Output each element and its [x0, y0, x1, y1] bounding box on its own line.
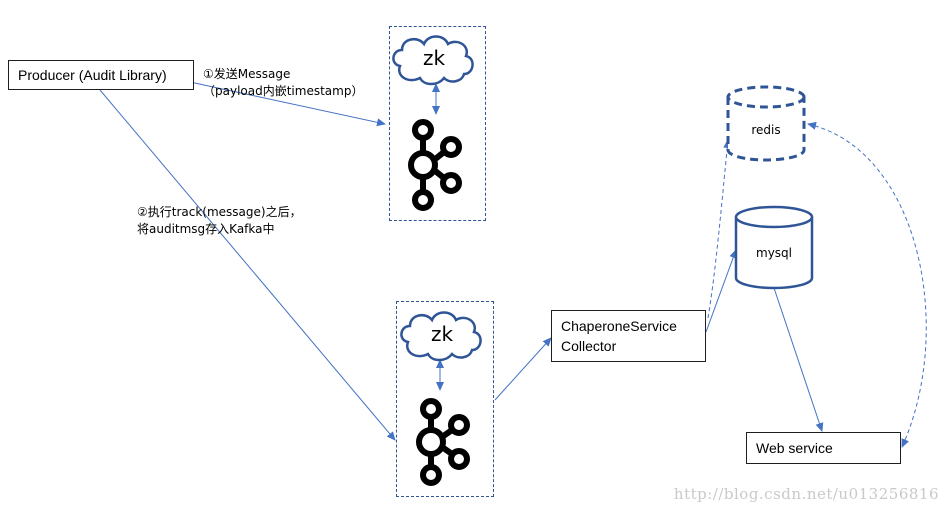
- redis-label: redis: [751, 123, 781, 137]
- database-cylinder-icon: [734, 205, 814, 290]
- edge-producer-to-kafka-bottom: [99, 89, 396, 441]
- collector-label-line1: ChaperoneService: [561, 318, 677, 334]
- edge-collector-to-redis: [707, 139, 732, 319]
- collector-node[interactable]: ChaperoneService Collector: [551, 310, 706, 362]
- step1-label-line1: ①发送Message: [203, 67, 291, 81]
- kafka-logo-icon: [416, 398, 470, 486]
- kafka-logo-icon: [408, 119, 462, 211]
- producer-node[interactable]: Producer (Audit Library): [8, 60, 194, 90]
- watermark: http://blog.csdn.net/u013256816: [673, 485, 939, 503]
- edge-mysql-to-webservice: [773, 287, 824, 432]
- edge-redis-webservice: [807, 121, 927, 448]
- web-service-label: Web service: [756, 440, 833, 456]
- zk-label-top: zk: [422, 46, 446, 70]
- edge-kafka-to-collector: [494, 337, 552, 401]
- edge-collector-to-mysql: [705, 249, 738, 333]
- cloud-icon: [392, 35, 474, 86]
- cloud-icon: [400, 311, 482, 362]
- step2-label-line2: 将auditmsg存入Kafka中: [137, 222, 275, 236]
- producer-label: Producer (Audit Library): [18, 67, 167, 83]
- edge-producer-to-kafka-top: [189, 81, 386, 127]
- database-cylinder-icon: [726, 85, 806, 162]
- step1-label-line2: （payload内嵌timestamp）: [203, 84, 364, 98]
- mysql-label: mysql: [756, 246, 792, 260]
- kafka-cluster-bottom-group: [396, 301, 494, 497]
- step2-label-line1: ②执行track(message)之后，: [137, 205, 302, 219]
- web-service-node[interactable]: Web service: [746, 432, 901, 464]
- collector-label-line2: Collector: [561, 338, 617, 354]
- kafka-cluster-top-group: [389, 26, 486, 221]
- zk-label-bottom: zk: [430, 322, 454, 346]
